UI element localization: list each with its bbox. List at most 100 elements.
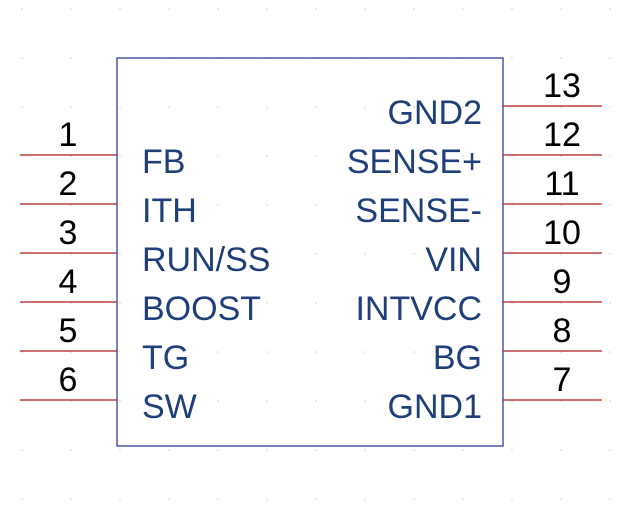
grid-dot xyxy=(168,351,170,353)
grid-dot xyxy=(511,8,513,10)
grid-dots xyxy=(21,8,611,500)
pin-number: 8 xyxy=(553,312,572,350)
grid-dot xyxy=(364,302,366,304)
pin-name: SW xyxy=(142,388,197,426)
pin-name: INTVCC xyxy=(355,290,482,328)
grid-dot xyxy=(266,498,268,500)
grid-dot xyxy=(70,57,72,59)
grid-dot xyxy=(315,351,317,353)
grid-dot xyxy=(413,204,415,206)
grid-dot xyxy=(21,449,23,451)
grid-dot xyxy=(315,400,317,402)
grid-dot xyxy=(462,8,464,10)
grid-dot xyxy=(217,8,219,10)
grid-dot xyxy=(609,400,611,402)
grid-dot xyxy=(315,106,317,108)
grid-dot xyxy=(609,57,611,59)
grid-dot xyxy=(21,8,23,10)
grid-dot xyxy=(364,8,366,10)
grid-dot xyxy=(462,351,464,353)
pin-number: 6 xyxy=(59,361,78,399)
grid-dot xyxy=(119,449,121,451)
pin-number: 4 xyxy=(59,263,78,301)
grid-dot xyxy=(266,204,268,206)
grid-dot xyxy=(511,253,513,255)
grid-dot xyxy=(560,204,562,206)
grid-dot xyxy=(119,204,121,206)
pin-number: 5 xyxy=(59,312,78,350)
grid-dot xyxy=(266,351,268,353)
pin-name: BG xyxy=(433,339,482,377)
grid-dot xyxy=(119,8,121,10)
pin-name: RUN/SS xyxy=(142,241,270,279)
grid-dot xyxy=(70,253,72,255)
grid-dot xyxy=(119,302,121,304)
grid-dot xyxy=(462,204,464,206)
grid-dot xyxy=(413,400,415,402)
grid-dot xyxy=(21,57,23,59)
grid-dot xyxy=(364,253,366,255)
pin-name: VIN xyxy=(425,241,482,279)
grid-dot xyxy=(21,253,23,255)
grid-dot xyxy=(462,155,464,157)
grid-dot xyxy=(70,8,72,10)
grid-dot xyxy=(168,8,170,10)
grid-dot xyxy=(462,449,464,451)
pin-name: ITH xyxy=(142,192,197,230)
grid-dot xyxy=(217,253,219,255)
pin-number: 12 xyxy=(543,116,581,154)
grid-dot xyxy=(511,57,513,59)
pin-number: 11 xyxy=(544,165,579,203)
grid-dot xyxy=(266,155,268,157)
pin-number: 2 xyxy=(59,165,78,203)
grid-dot xyxy=(609,498,611,500)
grid-dot xyxy=(315,8,317,10)
grid-dot xyxy=(462,253,464,255)
grid-dot xyxy=(217,498,219,500)
grid-dot xyxy=(413,155,415,157)
pin-name: SENSE+ xyxy=(347,143,482,181)
grid-dot xyxy=(119,155,121,157)
grid-dot xyxy=(560,8,562,10)
grid-dot xyxy=(315,449,317,451)
grid-dot xyxy=(70,498,72,500)
grid-dot xyxy=(609,8,611,10)
pin-1: 1FB xyxy=(20,116,185,181)
grid-dot xyxy=(462,498,464,500)
grid-dot xyxy=(266,449,268,451)
grid-dot xyxy=(217,204,219,206)
grid-dot xyxy=(70,449,72,451)
grid-dot xyxy=(413,253,415,255)
grid-dot xyxy=(413,106,415,108)
grid-dot xyxy=(266,8,268,10)
grid-dot xyxy=(413,498,415,500)
grid-dot xyxy=(413,351,415,353)
grid-dot xyxy=(511,155,513,157)
pin-5: 5TG xyxy=(20,312,189,377)
grid-dot xyxy=(364,106,366,108)
grid-dot xyxy=(70,204,72,206)
pin-6: 6SW xyxy=(20,361,197,426)
grid-dot xyxy=(609,253,611,255)
grid-dot xyxy=(119,400,121,402)
grid-dot xyxy=(315,253,317,255)
grid-dot xyxy=(119,253,121,255)
grid-dot xyxy=(462,106,464,108)
grid-dot xyxy=(609,449,611,451)
grid-dot xyxy=(413,449,415,451)
grid-dot xyxy=(315,302,317,304)
grid-dot xyxy=(168,400,170,402)
grid-dot xyxy=(168,155,170,157)
grid-dot xyxy=(560,155,562,157)
pin-name: GND2 xyxy=(388,94,482,132)
ic-body xyxy=(116,57,504,447)
pin-name: FB xyxy=(142,143,185,181)
grid-dot xyxy=(560,253,562,255)
grid-dot xyxy=(70,155,72,157)
